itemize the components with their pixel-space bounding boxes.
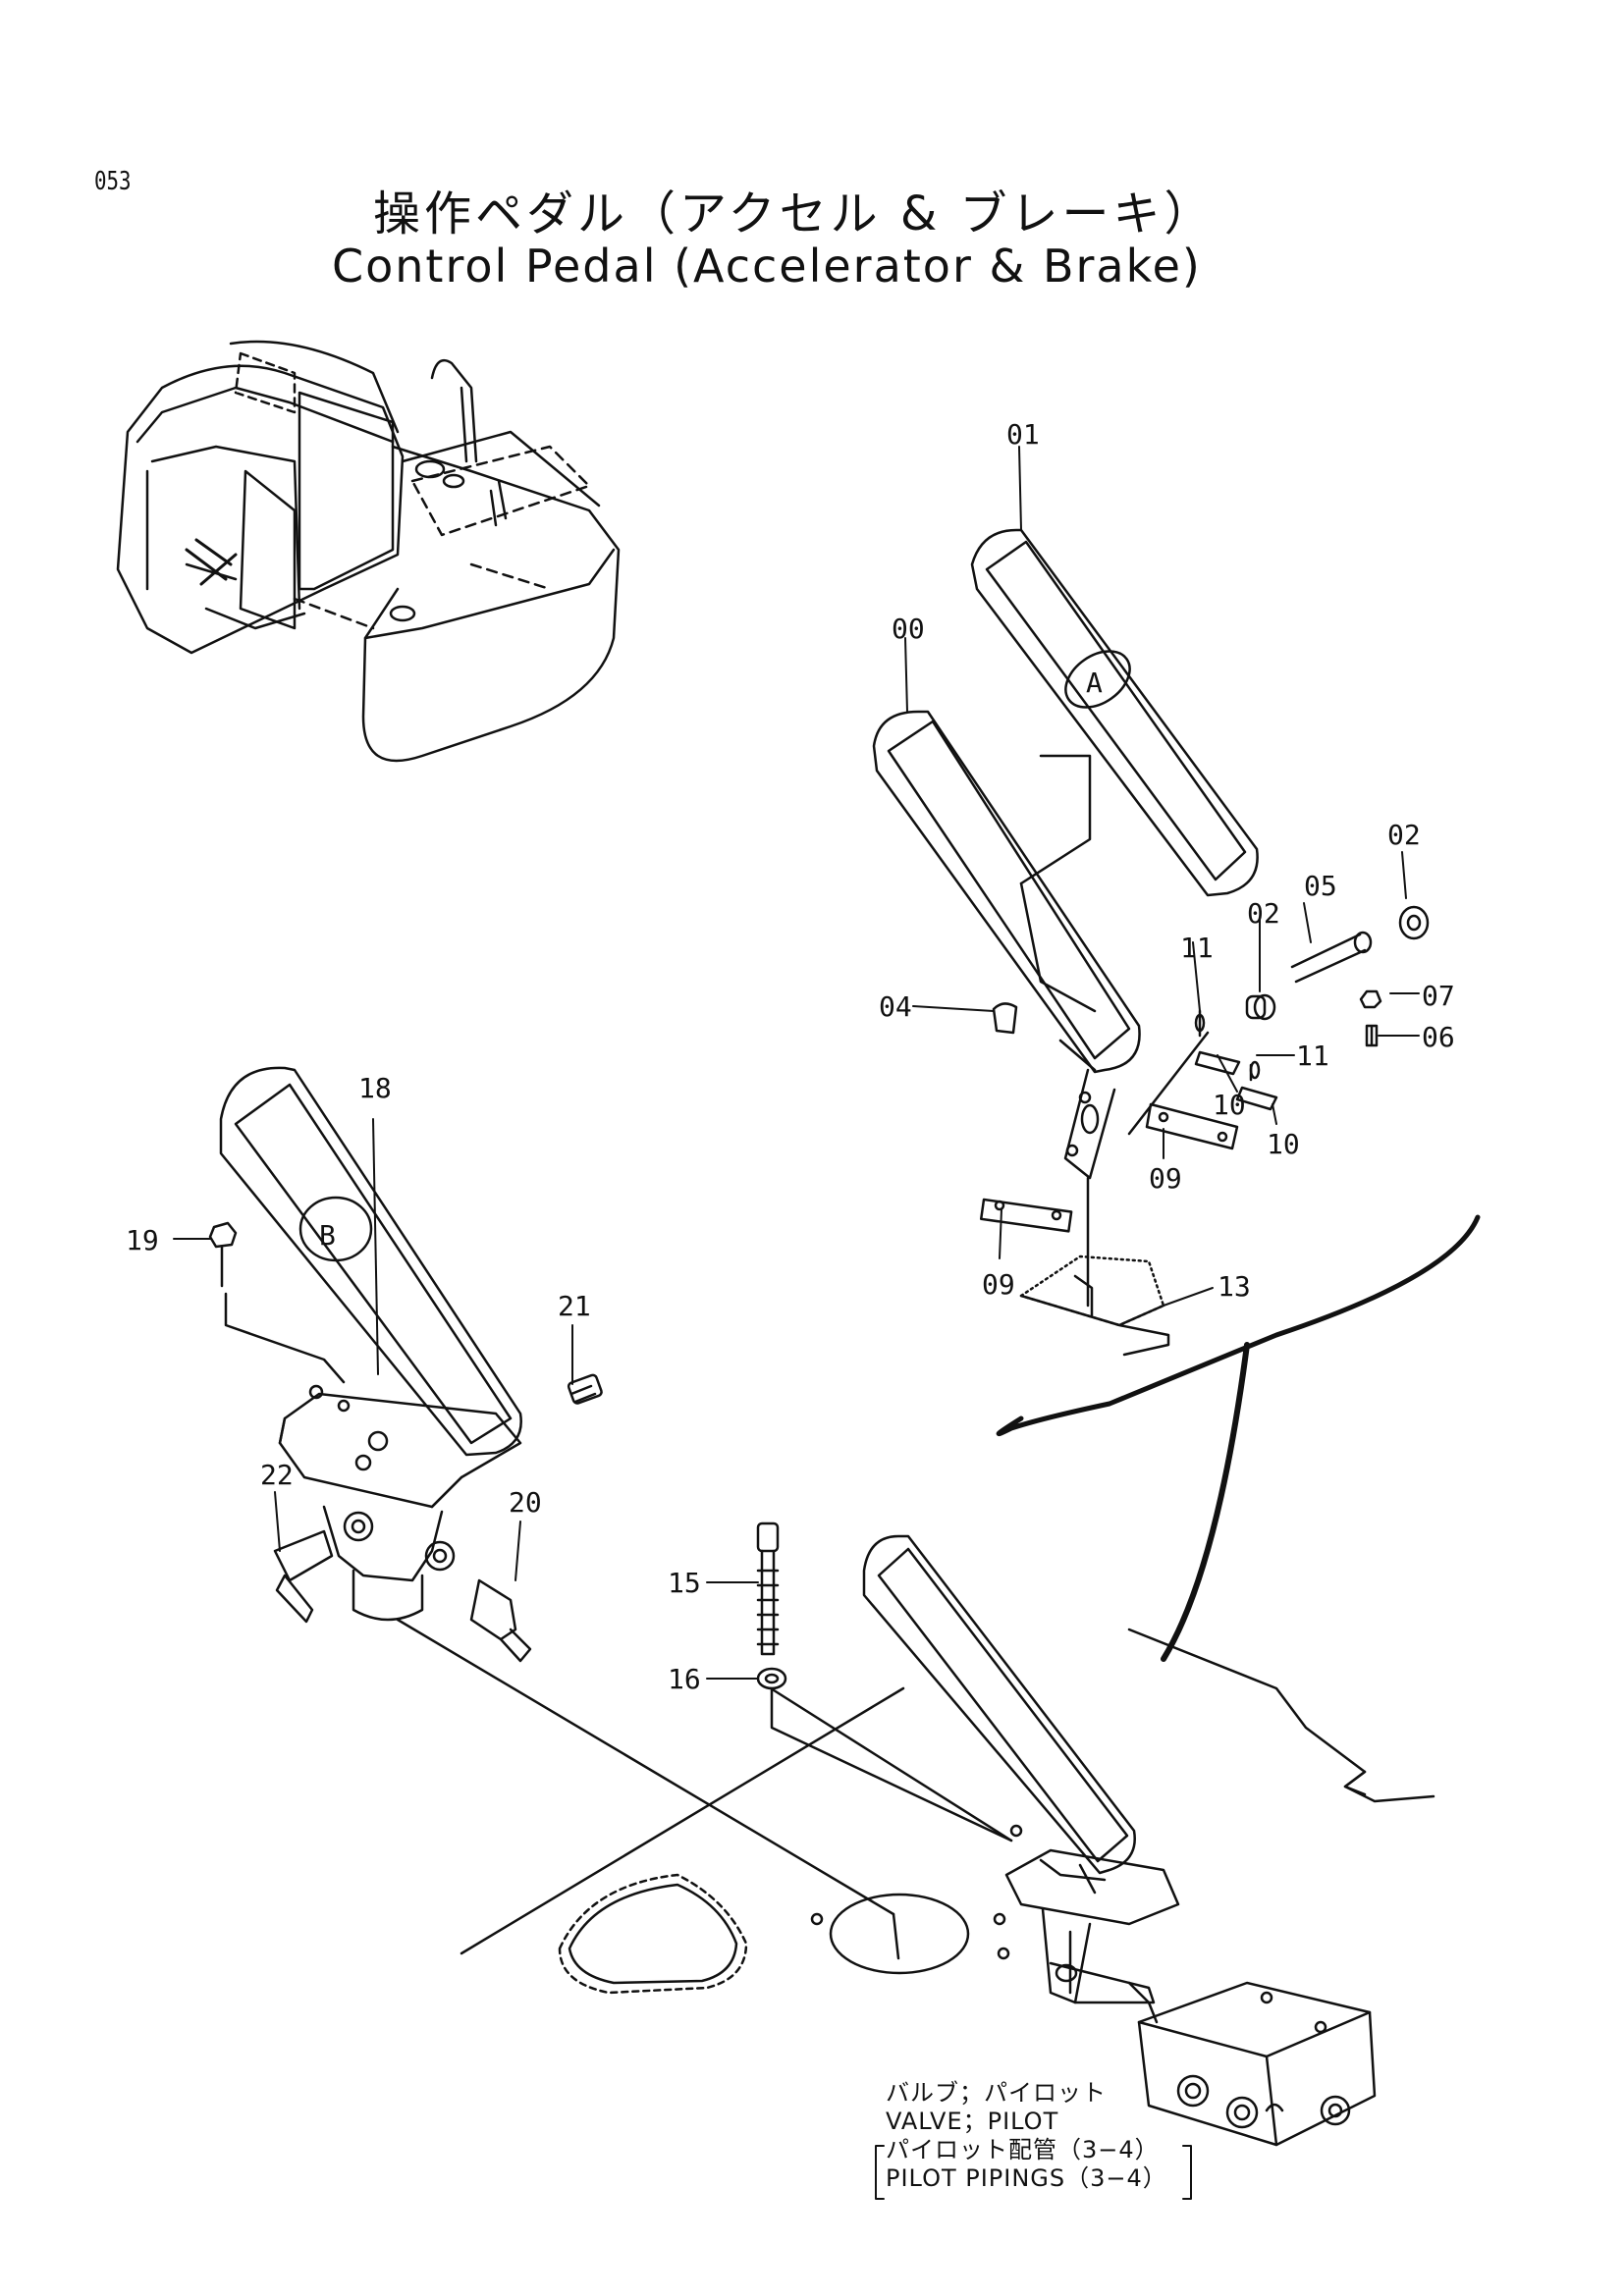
pedal-mark-b: B — [319, 1219, 336, 1252]
brake-pedal-b-mark — [298, 1196, 373, 1262]
callout-19: 19 — [126, 1224, 159, 1256]
pedal-mat-13 — [1019, 1255, 1165, 1327]
callout-06: 06 — [1422, 1021, 1455, 1053]
page-title-japanese: 操作ペダル（アクセル & ブレーキ） — [373, 187, 1216, 241]
callout-16: 16 — [668, 1663, 701, 1695]
callout-10-left: 10 — [1213, 1089, 1246, 1121]
floor-plate-and-valve — [396, 1534, 1435, 2147]
inset-boundary-line — [996, 1214, 1481, 1437]
accelerator-pedal-assembly: A — [872, 528, 1430, 1357]
cable-line — [1161, 1342, 1250, 1662]
callout-20: 20 — [509, 1486, 542, 1519]
valve-note-jp: バルブ；パイロット — [886, 2079, 1107, 2107]
callout-labels: 01 00 02 05 02 11 07 04 06 11 10 10 09 0… — [126, 418, 1455, 1695]
pedal-mark-a: A — [1086, 667, 1103, 699]
callout-15: 15 — [668, 1567, 701, 1599]
note-bracket-right — [1182, 2145, 1192, 2200]
callout-02-right: 02 — [1387, 819, 1421, 851]
callout-00: 00 — [892, 613, 925, 645]
excavator-overview-illustration — [116, 340, 621, 763]
accelerator-pedal-a-mark — [1064, 650, 1131, 709]
lower-pedal — [862, 1534, 1136, 1875]
callout-01: 01 — [1006, 418, 1040, 451]
brake-pedal-00 — [872, 710, 1141, 1074]
callout-18: 18 — [358, 1072, 392, 1104]
pilot-piping-note-jp: パイロット配管（3−4） — [886, 2136, 1160, 2163]
page-title-english: Control Pedal (Accelerator & Brake) — [332, 240, 1202, 293]
callout-05: 05 — [1304, 870, 1337, 902]
callout-04: 04 — [879, 990, 912, 1023]
callout-02-left: 02 — [1247, 897, 1280, 930]
callout-09-left: 09 — [982, 1268, 1015, 1301]
pilot-piping-note-en: PILOT PIPINGS（3−4） — [886, 2164, 1167, 2192]
page-number: 053 — [94, 167, 132, 196]
accelerator-pedal-01 — [970, 528, 1259, 897]
callout-leaders — [173, 446, 1420, 1680]
callout-10-right: 10 — [1267, 1128, 1300, 1160]
brake-pedal-assembly: B — [208, 1066, 603, 1663]
callout-13: 13 — [1218, 1270, 1251, 1303]
callout-11-bottom: 11 — [1296, 1040, 1329, 1072]
valve-note-en: VALVE；PILOT — [886, 2108, 1059, 2135]
pilot-valve — [1137, 1981, 1377, 2147]
brake-pedal-18 — [219, 1066, 522, 1457]
callout-07: 07 — [1422, 980, 1455, 1012]
note-bracket-left — [875, 2145, 885, 2200]
callout-21: 21 — [558, 1290, 591, 1322]
callout-09-right: 09 — [1149, 1162, 1182, 1195]
callout-22: 22 — [260, 1459, 294, 1491]
valve-note: バルブ；パイロット VALVE；PILOT パイロット配管（3−4） PILOT… — [886, 2079, 1167, 2193]
callout-11-top: 11 — [1180, 932, 1214, 964]
